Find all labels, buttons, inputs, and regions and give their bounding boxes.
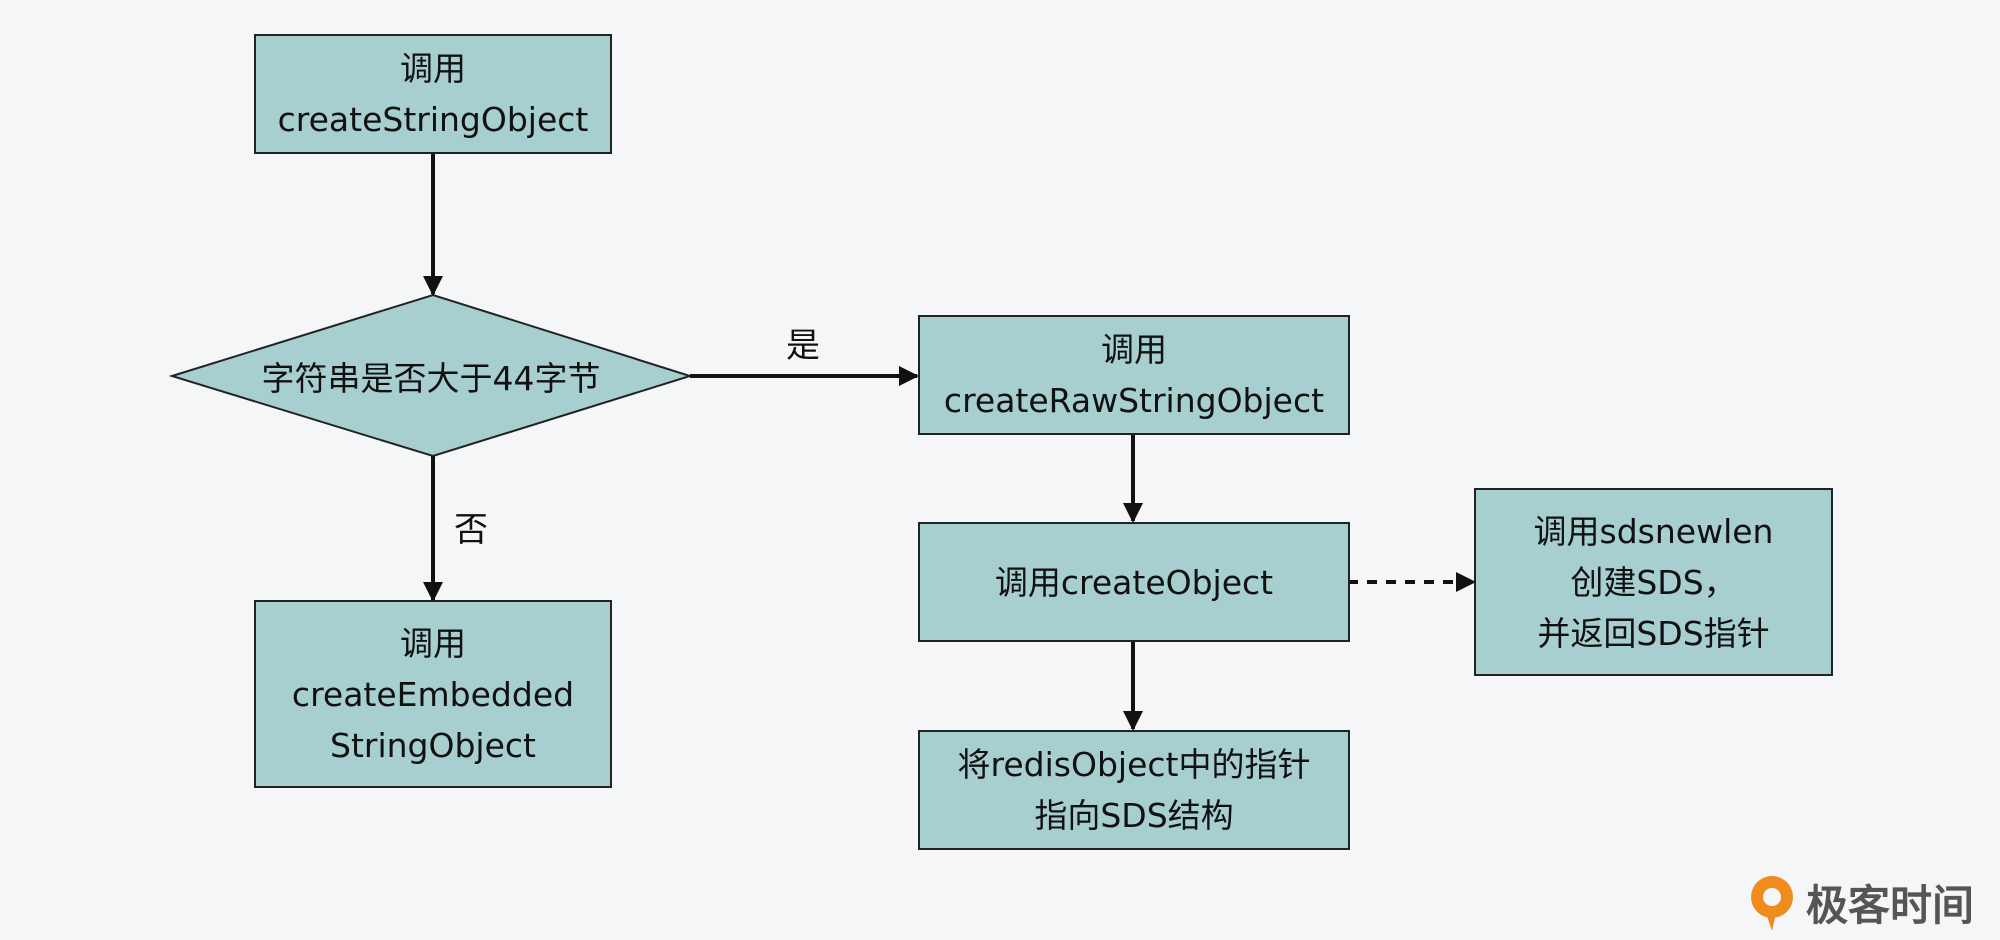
node-line: 并返回SDS指针 bbox=[1537, 613, 1770, 653]
node-line: createRawStringObject bbox=[943, 381, 1325, 420]
node-point-to-sds: 将redisObject中的指针 指向SDS结构 bbox=[918, 730, 1350, 850]
node-create-string-object: 调用 createStringObject bbox=[254, 34, 612, 154]
node-sdsnewlen: 调用sdsnewlen 创建SDS， 并返回SDS指针 bbox=[1474, 488, 1833, 676]
node-create-object: 调用createObject bbox=[918, 522, 1350, 642]
node-line: StringObject bbox=[330, 725, 536, 765]
node-line: 调用 bbox=[400, 623, 466, 663]
node-line: 调用 bbox=[400, 49, 466, 88]
watermark-text: 极客时间 bbox=[1806, 881, 1975, 930]
node-line: 创建SDS， bbox=[1570, 562, 1737, 602]
node-line: 调用sdsnewlen bbox=[1533, 511, 1774, 551]
node-create-embedded-string-object: 调用 createEmbedded StringObject bbox=[254, 600, 612, 788]
no-edge-label: 否 bbox=[454, 510, 488, 550]
node-line: 调用 bbox=[1101, 330, 1167, 369]
node-line: createStringObject bbox=[277, 100, 589, 139]
node-line: 调用createObject bbox=[994, 562, 1274, 602]
node-create-raw-string-object: 调用 createRawStringObject bbox=[918, 315, 1350, 435]
decision-label: 字符串是否大于44字节 bbox=[261, 359, 601, 398]
node-line: createEmbedded bbox=[291, 674, 575, 714]
watermark-logo: 极客时间 bbox=[1746, 872, 1974, 933]
yes-edge-label: 是 bbox=[786, 326, 820, 366]
node-line: 指向SDS结构 bbox=[1034, 796, 1234, 835]
node-line: 将redisObject中的指针 bbox=[957, 745, 1311, 784]
geektime-logo-icon bbox=[1751, 875, 1793, 931]
